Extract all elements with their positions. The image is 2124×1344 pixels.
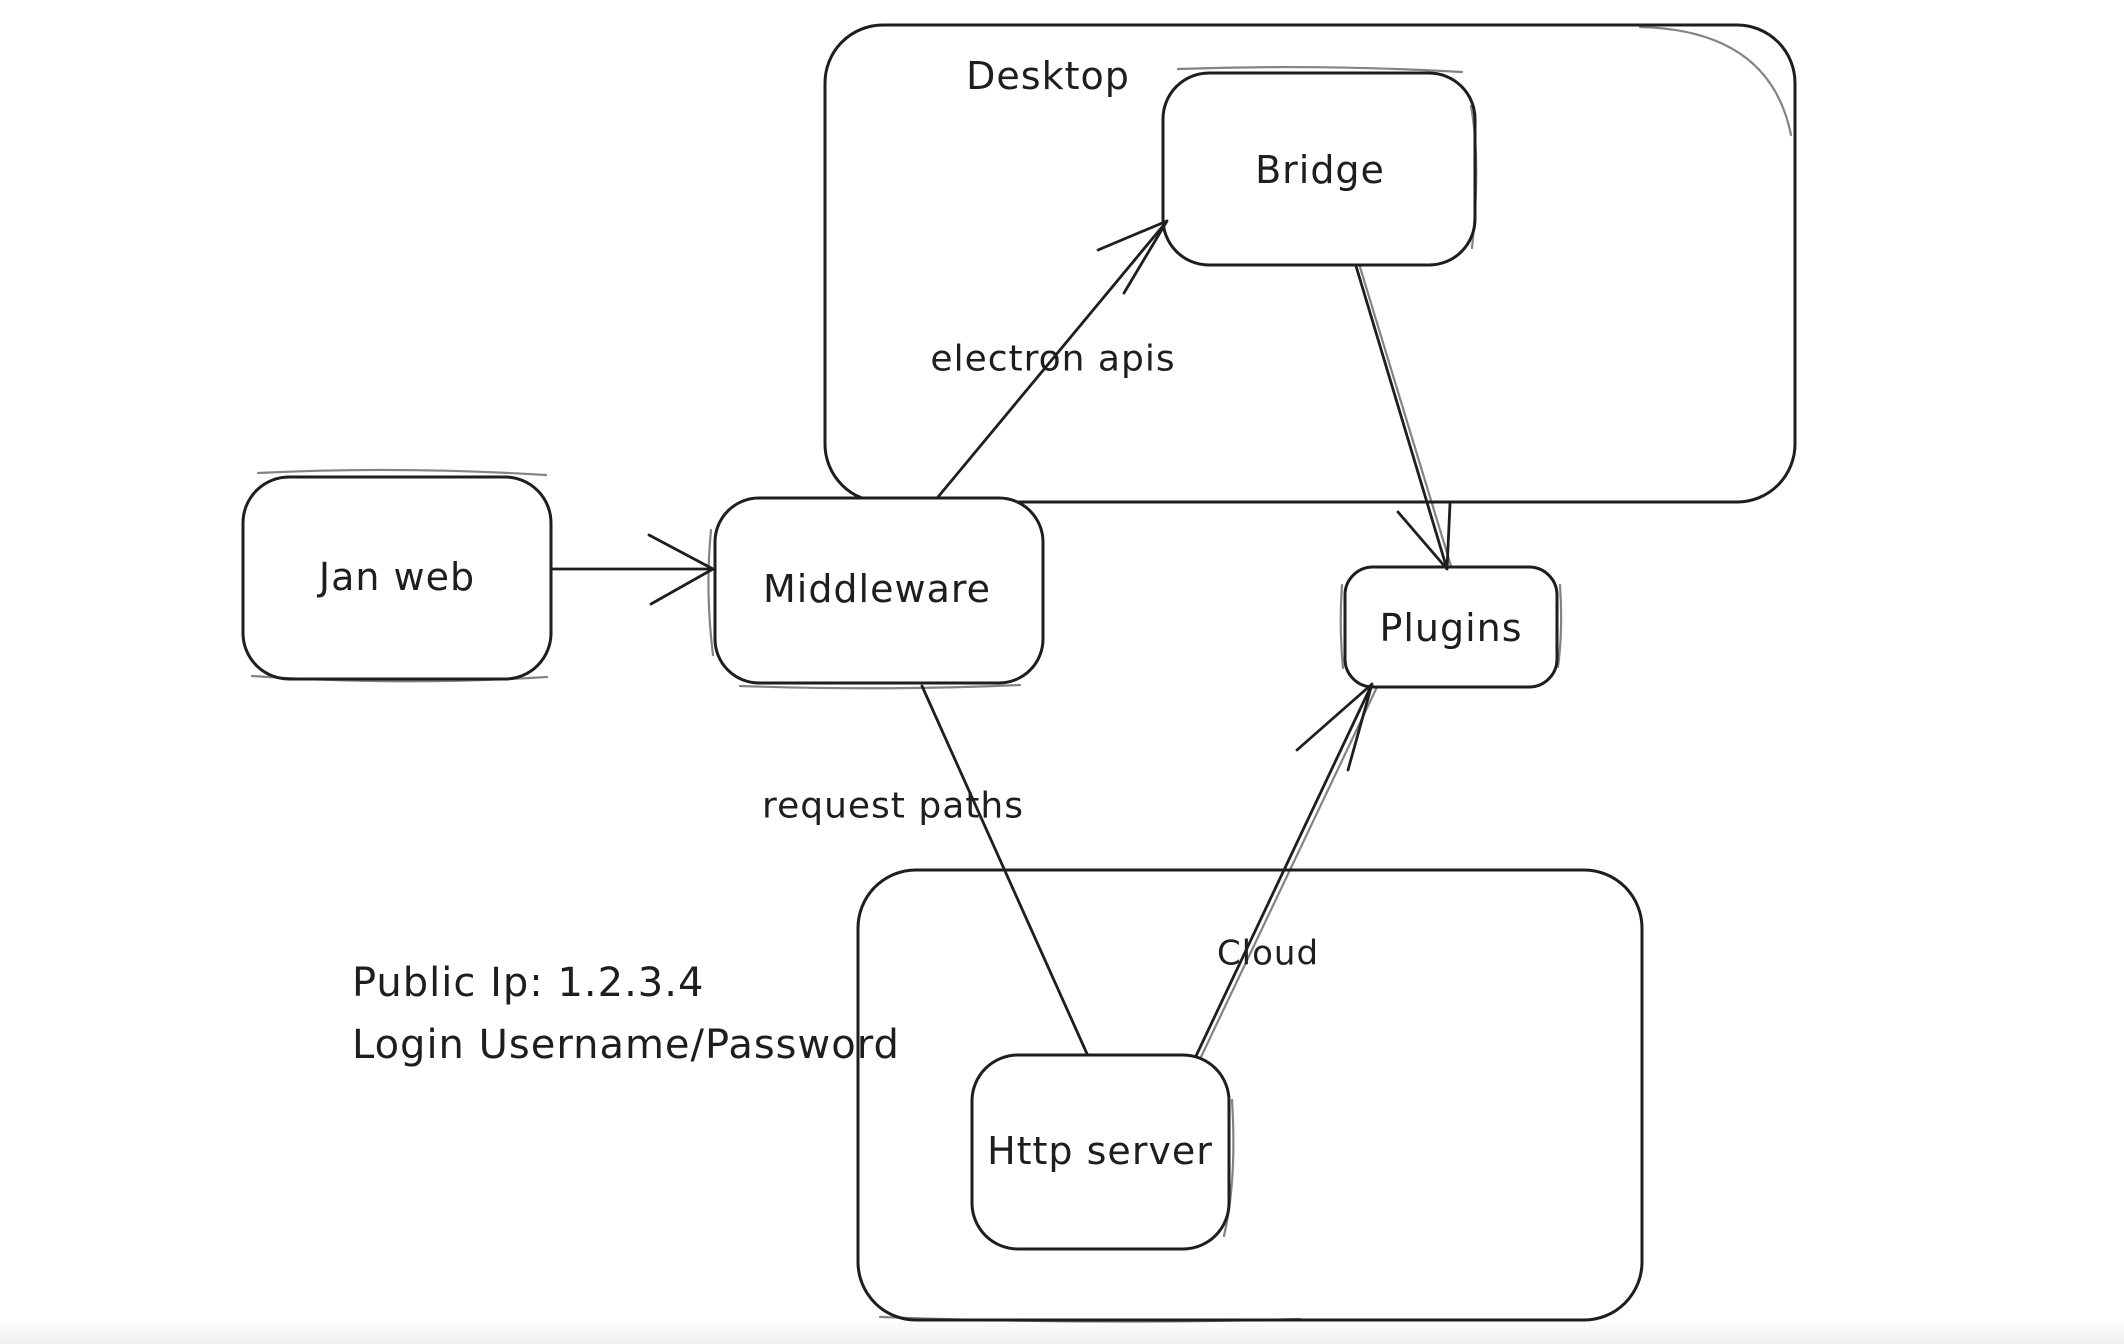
jan-web-overdraw-bottom — [250, 674, 549, 683]
arrowhead-into-plugins-top — [1396, 502, 1452, 571]
annotation-line-login: Login Username/Password — [352, 1022, 900, 1068]
http-server-overdraw-right — [1222, 1098, 1235, 1238]
cloud-container-overdraw — [878, 1315, 1302, 1323]
middleware-node-box[interactable] — [713, 496, 1045, 685]
bridge-overdraw-top — [1176, 65, 1464, 74]
jan-web-overdraw-top — [256, 468, 548, 477]
edges-layer — [549, 219, 1453, 1059]
arrowhead-into-middleware — [647, 533, 715, 606]
electron-apis-edge-label: electron apis — [930, 338, 1176, 380]
plugins-overdraw-left — [1339, 583, 1345, 670]
edge-httpserver-to-plugins[interactable] — [1194, 682, 1374, 1058]
cloud-container-label: Cloud — [1216, 933, 1320, 974]
nodes-layer — [241, 65, 1563, 1251]
arrowheads-layer — [647, 219, 1452, 772]
edge-middleware-to-bridge[interactable] — [936, 219, 1169, 499]
desktop-container-box[interactable] — [823, 23, 1797, 504]
http-server-node-label: Http server — [987, 1129, 1213, 1174]
middleware-node-label: Middleware — [762, 567, 992, 612]
request-paths-edge-label: request paths — [762, 785, 1024, 827]
edge-middleware-to-httpserver[interactable] — [920, 684, 1090, 1058]
edge-bridge-to-plugins-overdraw — [1358, 265, 1453, 568]
edge-httpserver-to-plugins-overdraw — [1199, 685, 1379, 1059]
middleware-overdraw-bottom — [738, 683, 1022, 690]
arrowhead-into-plugins-bottom — [1295, 682, 1374, 772]
edge-bridge-to-plugins[interactable] — [1354, 264, 1449, 571]
plugins-node-box[interactable] — [1343, 565, 1559, 689]
annotation-line-public-ip: Public Ip: 1.2.3.4 — [352, 960, 705, 1006]
annotation-text: Public Ip: 1.2.3.4 Login Username/Passwo… — [352, 952, 900, 1076]
jan-web-node-label: Jan web — [318, 555, 476, 600]
bridge-node-box[interactable] — [1161, 71, 1477, 267]
http-server-node-box[interactable] — [970, 1053, 1231, 1251]
desktop-container-label: Desktop — [966, 54, 1130, 99]
arrowhead-into-bridge — [1096, 219, 1169, 295]
containers-layer — [823, 23, 1797, 1323]
jan-web-node-box[interactable] — [241, 475, 553, 681]
desktop-container-overdraw — [1638, 25, 1793, 137]
plugins-node-label: Plugins — [1379, 606, 1523, 651]
plugins-overdraw-right — [1556, 583, 1563, 669]
bridge-overdraw-right — [1469, 104, 1478, 250]
middleware-overdraw-left — [707, 528, 715, 657]
bridge-node-label: Bridge — [1255, 148, 1385, 193]
